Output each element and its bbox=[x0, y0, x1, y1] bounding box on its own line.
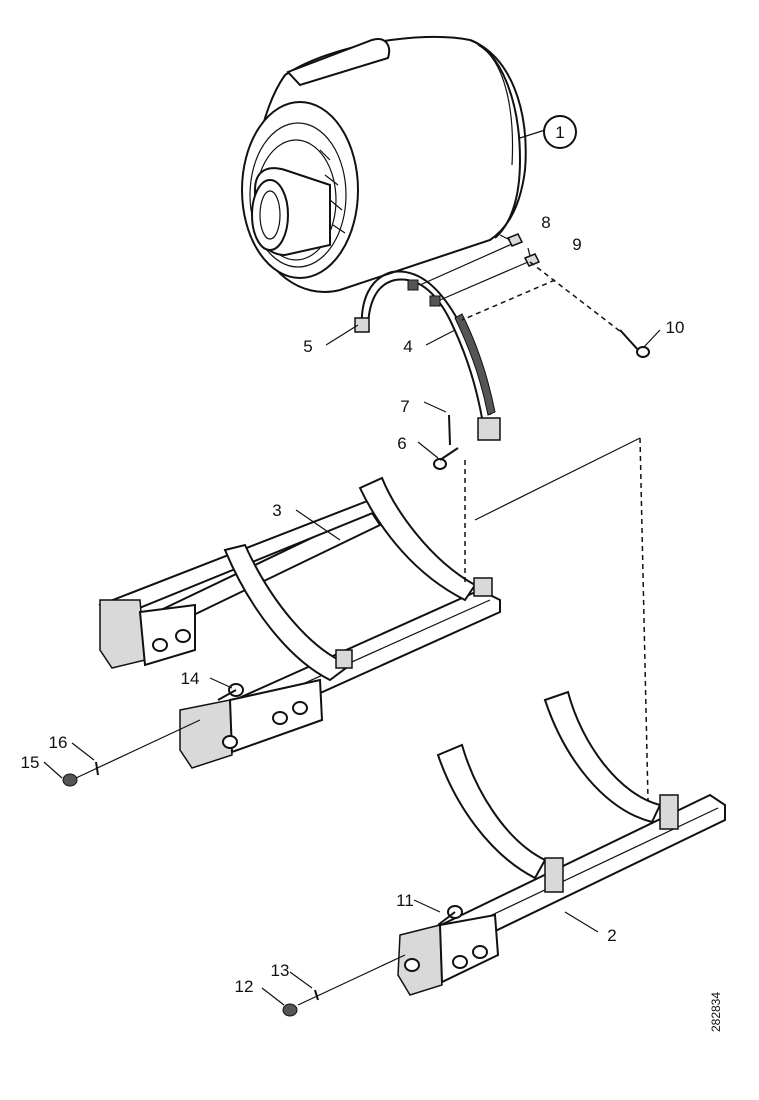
fasteners-upper bbox=[433, 233, 650, 470]
callout-6: 6 bbox=[397, 434, 406, 453]
lower-frame bbox=[397, 690, 726, 996]
drawing-number: 282834 bbox=[709, 992, 723, 1032]
callout-11: 11 bbox=[396, 891, 414, 910]
fasteners-middle bbox=[62, 683, 244, 787]
air-filter-housing bbox=[241, 35, 527, 293]
callout-1: 1 bbox=[555, 123, 564, 142]
callout-7: 7 bbox=[400, 397, 409, 416]
mounting-strap bbox=[354, 270, 501, 441]
callout-4: 4 bbox=[403, 337, 412, 356]
callout-3: 3 bbox=[272, 501, 281, 520]
callout-8: 8 bbox=[541, 213, 550, 232]
callout-12: 12 bbox=[235, 977, 254, 996]
callout-10: 10 bbox=[666, 318, 685, 337]
leader-lines bbox=[43, 129, 661, 1006]
callout-circle-1 bbox=[543, 115, 577, 149]
callout-14: 14 bbox=[181, 669, 200, 688]
callout-9: 9 bbox=[572, 235, 581, 254]
callout-15: 15 bbox=[21, 753, 40, 772]
upper-bracket bbox=[98, 476, 501, 769]
fasteners-lower bbox=[282, 905, 463, 1017]
callouts: 1 8 9 10 5 4 7 6 3 14 16 15 11 2 13 12 2… bbox=[21, 115, 723, 1032]
callout-13: 13 bbox=[271, 961, 290, 980]
alignment-lines bbox=[419, 243, 649, 801]
callout-5: 5 bbox=[303, 337, 312, 356]
callout-2: 2 bbox=[607, 926, 616, 945]
callout-16: 16 bbox=[49, 733, 68, 752]
